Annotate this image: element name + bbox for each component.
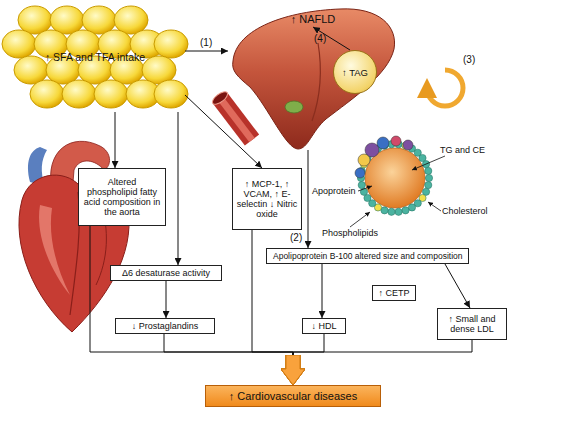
effect-box: ↑ Small and dense LDL xyxy=(437,308,507,340)
node-text: Apolipoprotein B-100 altered size and co… xyxy=(273,251,462,261)
fat-cell xyxy=(50,6,84,34)
flow-arrow xyxy=(322,264,323,318)
node-text: ↑ Cardiovascular diseases xyxy=(229,390,357,403)
flow-arrow xyxy=(164,334,293,385)
phospholipid-bead xyxy=(425,181,432,188)
flow-arrow xyxy=(252,230,293,385)
flow-arrow xyxy=(293,334,324,385)
apoprotein-blob xyxy=(358,154,370,166)
vessel-wall xyxy=(220,98,252,140)
node-text: ↑ MCP-1, ↑ VCAM, ↑ E-selectin ↓ Nitric o… xyxy=(236,179,298,219)
effect-box: ↑ MCP-1, ↑ VCAM, ↑ E-selectin ↓ Nitric o… xyxy=(232,168,302,230)
phospholipid-bead xyxy=(388,208,395,215)
phospholipid-bead xyxy=(358,181,365,188)
node-text: ↑ CETP xyxy=(378,288,409,298)
effect-box: Altered phospholipid fatty acid composit… xyxy=(78,168,166,226)
part-label: Cholesterol xyxy=(442,206,488,216)
fat-cell xyxy=(14,56,48,84)
apoprotein-blob xyxy=(403,140,413,150)
step-number: (1) xyxy=(200,37,212,48)
fat-cell xyxy=(154,30,188,58)
lipoprotein-illustration xyxy=(355,136,433,215)
node-text: Altered phospholipid fatty acid composit… xyxy=(82,177,162,217)
fat-cell xyxy=(18,6,52,34)
fat-cell xyxy=(94,80,128,108)
effect-box: ↑ CETP xyxy=(372,285,416,301)
liver-lobe-line xyxy=(312,43,320,121)
phospholipid-bead xyxy=(408,204,415,211)
effect-box: ↓ HDL xyxy=(302,318,346,334)
effect-box: Δ6 desaturase activity xyxy=(110,265,222,281)
node-text: ↑ TAG xyxy=(342,67,368,78)
leader-line xyxy=(412,156,445,170)
node-text: Δ6 desaturase activity xyxy=(122,268,210,278)
leader-line xyxy=(358,186,372,191)
part-label: Phospholipids xyxy=(322,228,378,238)
phospholipid-bead xyxy=(395,208,402,215)
part-label: TG and CE xyxy=(440,145,485,155)
liver-body xyxy=(233,9,395,149)
liver-shape: ↑ NAFLD ↑ TAG xyxy=(228,3,398,150)
effect-box: ↓ Prostaglandins xyxy=(115,318,215,334)
flow-arrow xyxy=(115,112,116,168)
apoprotein-blob xyxy=(391,136,401,146)
node-text: ↑ SFA and TFA intake xyxy=(45,51,145,63)
flow-arrow xyxy=(313,27,350,50)
leader-line xyxy=(350,212,370,227)
fat-cell xyxy=(154,80,188,108)
step-number: (3) xyxy=(463,55,475,65)
part-label: Apoprotein xyxy=(312,186,356,196)
phospholipid-bead xyxy=(425,167,432,174)
vessel-highlight xyxy=(220,98,252,140)
flow-arrow xyxy=(293,340,472,385)
node-text: ↑ NAFLD xyxy=(291,13,336,26)
vessel-lumen xyxy=(210,89,229,106)
fat-cell xyxy=(2,30,36,58)
flow-arrow xyxy=(445,264,470,308)
flow-arrow xyxy=(185,95,262,168)
flow-arrow xyxy=(308,150,309,248)
node-text: ↓ Prostaglandins xyxy=(132,321,199,331)
node-text: ↓ HDL xyxy=(311,321,336,331)
fat-cell xyxy=(114,6,148,34)
fat-cell-cluster: ↑ SFA and TFA intake xyxy=(5,2,185,112)
recycling-loop xyxy=(427,70,463,106)
heart-highlight xyxy=(39,205,70,295)
flow-arrow xyxy=(90,226,293,385)
phospholipid-bead xyxy=(425,174,432,181)
node-text: ↑ Small and dense LDL xyxy=(441,314,503,334)
outcome-box: ↑ Cardiovascular diseases xyxy=(205,385,381,407)
apoprotein-blob xyxy=(377,137,389,149)
loop-arrow xyxy=(427,70,463,106)
gallbladder xyxy=(285,101,303,113)
step-number: (4) xyxy=(314,33,326,44)
blood-vessel-illustration xyxy=(210,89,252,140)
leader-line xyxy=(428,202,441,211)
flow-arrow xyxy=(178,112,179,265)
phospholipid-bead xyxy=(402,207,409,214)
lipoprotein-core xyxy=(365,148,425,208)
phospholipid-bead xyxy=(381,207,388,214)
effect-box: Apolipoprotein B-100 altered size and co… xyxy=(266,248,469,264)
tag-circle: ↑ TAG xyxy=(333,50,377,94)
leader-lines xyxy=(350,156,445,227)
apoprotein-blob xyxy=(355,168,365,178)
flow-arrow xyxy=(166,281,167,318)
flow-arrow xyxy=(185,51,228,52)
fat-cell xyxy=(62,80,96,108)
phospholipid-bead xyxy=(360,188,367,195)
fat-cell xyxy=(82,6,116,34)
fat-cell xyxy=(30,80,64,108)
step-number: (2) xyxy=(290,232,302,243)
